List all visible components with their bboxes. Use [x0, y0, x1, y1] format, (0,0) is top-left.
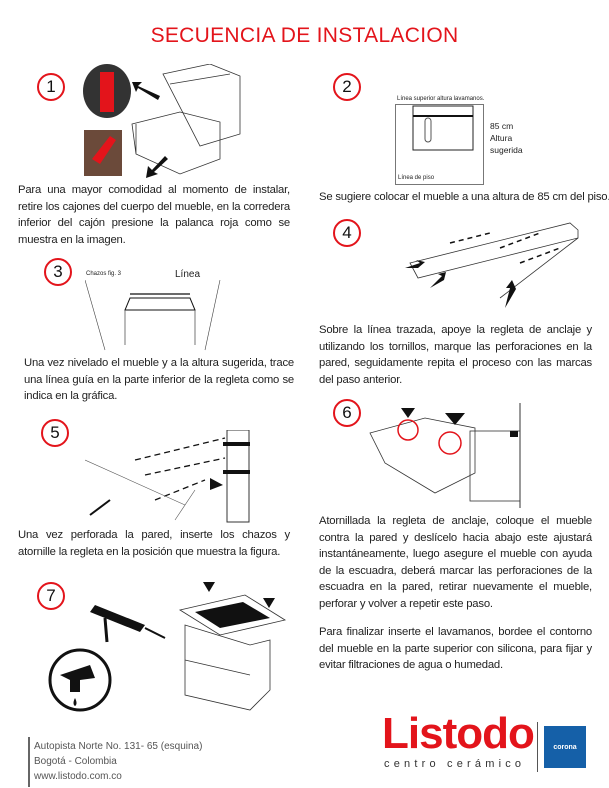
footer-divider	[28, 737, 30, 787]
line-label: Línea	[175, 269, 201, 280]
logo-divider	[537, 722, 538, 772]
step-6-7-text-column: Atornillada la regleta de anclaje, coloq…	[319, 513, 592, 674]
address: Autopista Norte No. 131- 65 (esquina)	[34, 741, 203, 752]
arrow-icon	[401, 408, 465, 425]
arrow-icon	[430, 272, 446, 288]
step-4-text: Sobre la línea trazada, apoye la regleta…	[319, 324, 592, 386]
arrow-icon	[132, 82, 160, 100]
step-6-text: Atornillada la regleta de anclaje, coloq…	[319, 515, 592, 610]
step-4-figure	[405, 222, 579, 308]
step-2-text: Se sugiere colocar el mueble a una altur…	[319, 191, 609, 203]
arrow-icon	[505, 280, 516, 308]
step-7-number: 7	[37, 582, 65, 610]
step-2-figure	[395, 104, 484, 185]
step-6-number: 6	[333, 399, 361, 427]
step-3-number: 3	[44, 258, 72, 286]
drawer-drawing	[131, 111, 221, 175]
step-4-number: 4	[333, 219, 361, 247]
logo-brand: Listodo	[382, 709, 535, 758]
footer-address: Autopista Norte No. 131- 65 (esquina) Bo…	[34, 739, 202, 784]
city: Bogotá - Colombia	[34, 756, 117, 767]
step-1-figure	[83, 64, 241, 178]
step-7-figure	[48, 582, 287, 712]
step-3-text: Una vez nivelado el mueble y a la altura…	[24, 357, 294, 402]
arrow-icon	[210, 478, 223, 490]
step-3-figure	[85, 280, 221, 351]
height-caption: Altura	[490, 133, 513, 143]
step-2-number: 2	[333, 73, 361, 101]
step-5-number: 5	[41, 419, 69, 447]
step-5-text: Una vez perforada la pared, inserte los …	[18, 529, 290, 558]
arrow-icon	[405, 260, 425, 268]
floor-line-label: Línea de piso	[398, 175, 435, 181]
page-title: SECUENCIA DE INSTALACION	[150, 24, 459, 47]
step-6-figure	[369, 403, 521, 508]
top-line-label: Línea superior altura lavamanos.	[397, 96, 485, 102]
arrow-icon	[203, 582, 275, 608]
step-7-text: Para finalizar inserte el lavamanos, bor…	[319, 626, 592, 671]
step-1-number: 1	[37, 73, 65, 101]
website-link[interactable]: www.listodo.com.co	[34, 771, 122, 782]
chazos-label: Chazos fig. 3	[86, 271, 122, 277]
step-1-text: Para una mayor comodidad al momento de i…	[18, 184, 290, 246]
arrow-icon	[146, 156, 168, 178]
logo-tagline: centro cerámico	[384, 758, 526, 770]
height-value: 85 cm	[490, 121, 514, 131]
step-5-figure	[85, 430, 250, 523]
screwdriver-icon	[89, 499, 111, 516]
corona-logo: corona	[544, 726, 586, 768]
silicone-gun-icon	[90, 605, 145, 632]
height-caption: sugerida	[490, 145, 523, 155]
